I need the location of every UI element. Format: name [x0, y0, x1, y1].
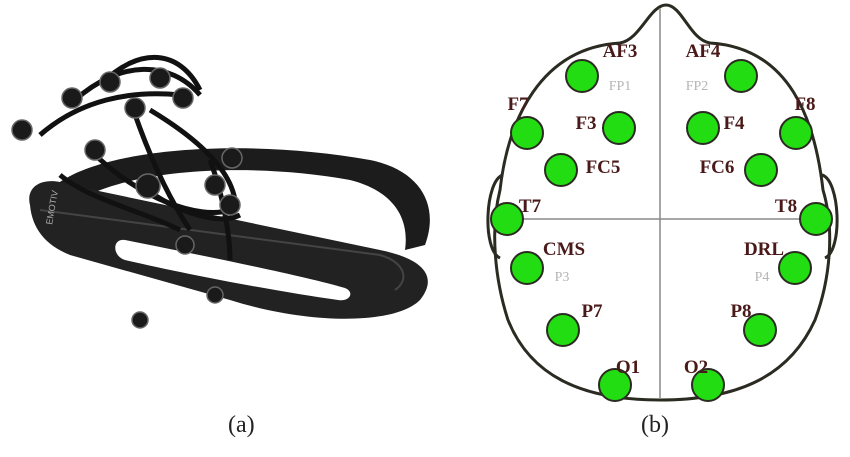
- electrode-f4: [686, 111, 720, 145]
- electrode-label: T8: [775, 196, 797, 217]
- electrode-o2: [691, 368, 725, 402]
- electrode-label: P8: [730, 301, 751, 322]
- electrode-af3: [565, 59, 599, 93]
- electrode-alt-label: FP1: [609, 79, 632, 94]
- caption-b: (b): [641, 412, 669, 438]
- electrode-f7: [510, 116, 544, 150]
- electrode-label: T7: [519, 196, 542, 217]
- electrode-t8: [799, 202, 833, 236]
- head-outline: [493, 3, 832, 402]
- electrode-p7: [546, 313, 580, 347]
- electrode-fc6: [744, 153, 778, 187]
- left-ear: [486, 173, 504, 260]
- electrode-label: AF3: [603, 41, 638, 62]
- electrode-fc5: [544, 153, 578, 187]
- electrode-label: O1: [616, 357, 640, 378]
- electrode-label: F3: [575, 113, 596, 134]
- electrode-t7: [490, 202, 524, 236]
- electrode-label: DRL: [744, 239, 784, 260]
- electrode-af4: [724, 59, 758, 93]
- electrode-label: FC5: [586, 157, 621, 178]
- electrode-label: F8: [794, 94, 815, 115]
- electrode-alt-label: P4: [755, 270, 770, 285]
- right-ear: [821, 173, 839, 260]
- electrode-cms: [510, 251, 544, 285]
- electrode-o1: [598, 368, 632, 402]
- electrode-alt-label: P3: [555, 270, 570, 285]
- caption-a: (a): [228, 412, 255, 438]
- electrode-label: FC6: [700, 157, 735, 178]
- electrode-label: AF4: [686, 41, 721, 62]
- electrode-label: F7: [507, 94, 529, 115]
- electrode-label: P7: [581, 301, 603, 322]
- electrode-alt-label: FP2: [686, 79, 709, 94]
- emotiv-headset-photo: EMOTIV: [11, 55, 430, 329]
- electrode-f8: [779, 116, 813, 150]
- electrode-label: O2: [684, 357, 708, 378]
- electrode-drl: [778, 251, 812, 285]
- electrode-label: F4: [723, 113, 745, 134]
- electrode-f3: [602, 111, 636, 145]
- electrode-p8: [743, 313, 777, 347]
- electrode-label: CMS: [543, 239, 585, 260]
